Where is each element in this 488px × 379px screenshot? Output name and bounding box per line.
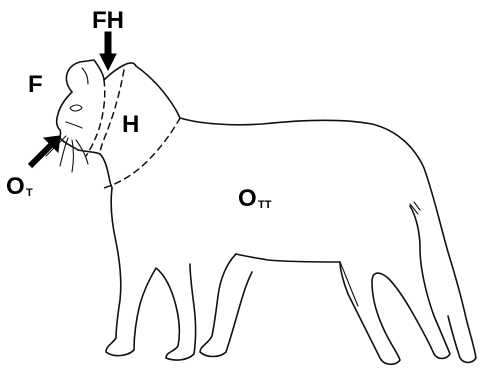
label-ot: O T [6,173,33,200]
arrow-fh-head [100,54,116,70]
label-ott-main: O [238,185,257,212]
label-ott-sub: TT [258,199,272,211]
arrow-ot [30,136,60,166]
boundary-neck [104,118,180,188]
cat-back [136,66,476,363]
cat-eye [70,105,82,111]
cat-ear-inner [82,68,88,84]
label-ot-sub: T [26,187,33,199]
cat-outline [57,60,476,364]
cat-cheek [66,122,82,128]
arrow-ot-shaft [30,144,52,166]
cat-hind-leg [340,206,450,364]
cat-front-leg-far [200,254,252,357]
label-h: H [122,111,139,138]
cat-chest [78,150,112,188]
cat-hind-leg-far [340,262,358,306]
arrow-fh [100,32,116,70]
label-ot-main: O [6,173,25,200]
cat-belly [236,254,340,262]
arrow-fh-shaft [105,32,111,56]
label-fh: FH [92,7,124,34]
label-f: F [28,71,43,98]
cat-ears [66,60,136,92]
cat-front-leg-near [106,188,196,360]
label-ott: O TT [238,185,272,212]
